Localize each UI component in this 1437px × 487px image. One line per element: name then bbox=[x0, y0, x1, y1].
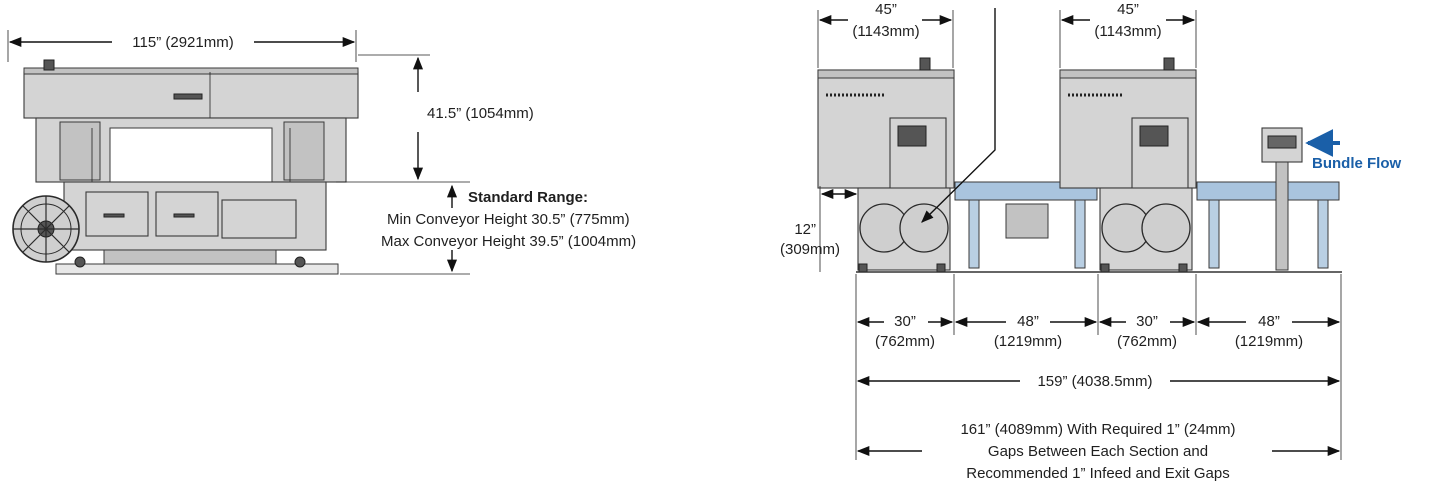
overall-dim-label: 159” (4038.5mm) bbox=[1037, 373, 1152, 390]
range-max-text: Max Conveyor Height 39.5” (1004mm) bbox=[381, 233, 636, 250]
top-dim-2-mm: (1143mm) bbox=[1094, 23, 1161, 40]
seg-2-mm: (1219mm) bbox=[994, 333, 1062, 350]
seg-4-in: 48” bbox=[1258, 313, 1280, 330]
top-dim-1-mm: (1143mm) bbox=[852, 23, 919, 40]
machine-1-beacon-icon bbox=[919, 57, 931, 71]
left-top-rail bbox=[23, 67, 359, 75]
side-dim-mm: (309mm) bbox=[780, 241, 840, 258]
left-beacon-icon bbox=[43, 59, 55, 71]
right-side-column bbox=[283, 121, 325, 181]
machine-1-reel-b-icon bbox=[899, 203, 949, 253]
range-min-text: Min Conveyor Height 30.5” (775mm) bbox=[387, 211, 630, 228]
machine-1-screen-icon bbox=[897, 125, 927, 147]
conveyor-1-leg-a bbox=[968, 199, 980, 269]
seg-2-in: 48” bbox=[1017, 313, 1039, 330]
machine-2-screen-icon bbox=[1139, 125, 1169, 147]
door-handle-2-icon bbox=[173, 213, 195, 218]
right-layout-drawing bbox=[817, 57, 1342, 273]
top-dim-1-in: 45” bbox=[875, 1, 897, 18]
left-machine-drawing bbox=[12, 59, 359, 275]
side-dim-in: 12” bbox=[794, 221, 816, 238]
seg-3-mm: (762mm) bbox=[1117, 333, 1177, 350]
seg-3-in: 30” bbox=[1136, 313, 1158, 330]
left-handle-icon bbox=[173, 93, 203, 100]
seg-4-mm: (1219mm) bbox=[1235, 333, 1303, 350]
door-handle-1-icon bbox=[103, 213, 125, 218]
operator-screen-icon bbox=[1267, 135, 1297, 149]
conveyor-2-leg-b bbox=[1317, 199, 1329, 269]
seg-1-mm: (762mm) bbox=[875, 333, 935, 350]
top-dim-2-in: 45” bbox=[1117, 1, 1139, 18]
left-floor-plate bbox=[55, 263, 339, 275]
machine-2-reel-b-icon bbox=[1141, 203, 1191, 253]
note-line-2: Gaps Between Each Section and bbox=[988, 443, 1208, 460]
bundle-flow-label: Bundle Flow bbox=[1312, 155, 1401, 172]
range-title: Standard Range: bbox=[468, 189, 588, 206]
width-dim-label: 115” (2921mm) bbox=[132, 34, 233, 51]
conveyor-2-leg-a bbox=[1208, 199, 1220, 269]
operator-pedestal bbox=[1275, 159, 1289, 271]
conveyor-1-leg-b bbox=[1074, 199, 1086, 269]
seg-1-in: 30” bbox=[894, 313, 916, 330]
left-bundle-opening bbox=[109, 127, 273, 183]
conveyor-2-bed bbox=[1196, 181, 1340, 201]
leader-line bbox=[921, 8, 996, 223]
note-line-1: 161” (4089mm) With Required 1” (24mm) bbox=[960, 421, 1235, 438]
left-side-column bbox=[59, 121, 101, 181]
conveyor-1-motor bbox=[1005, 203, 1049, 239]
machine-2-beacon-icon bbox=[1163, 57, 1175, 71]
note-line-3: Recommended 1” Infeed and Exit Gaps bbox=[966, 465, 1229, 482]
left-door-3 bbox=[221, 199, 297, 239]
height-dim-label: 41.5” (1054mm) bbox=[427, 105, 534, 122]
